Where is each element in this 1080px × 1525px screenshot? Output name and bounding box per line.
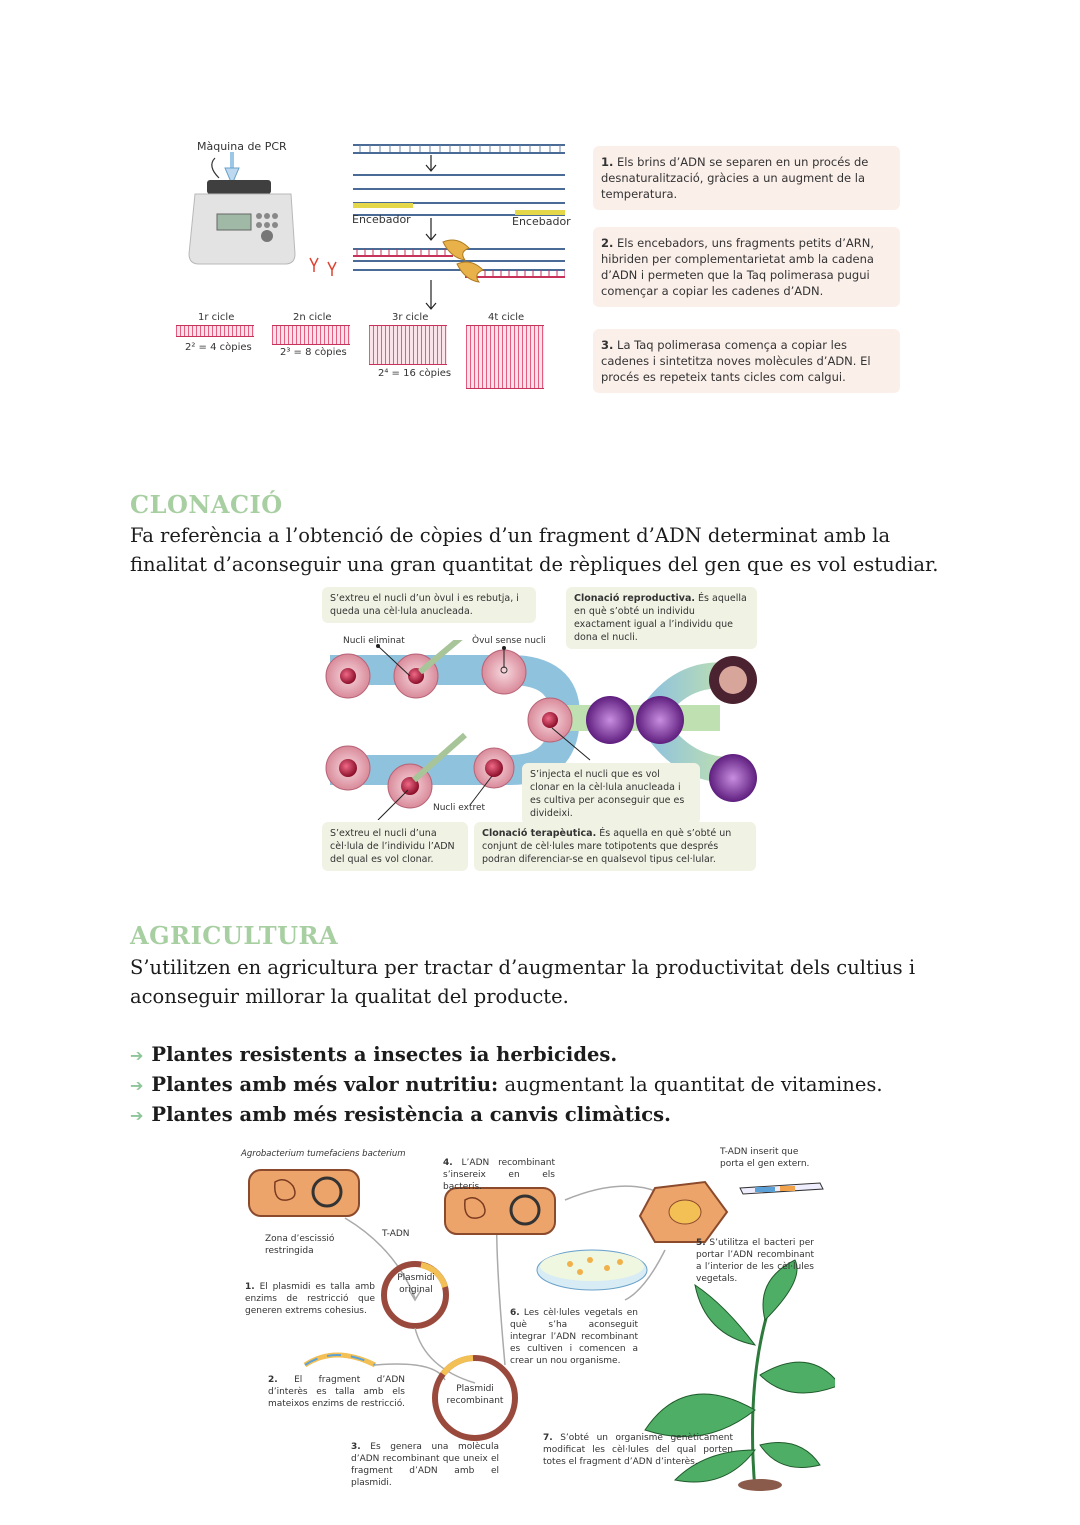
clone-note-top-right: Clonació reproductiva. És aquella en què…: [566, 587, 757, 649]
tadn-label: T-ADN: [382, 1229, 410, 1239]
agro-step-3-num: 3.: [351, 1442, 361, 1452]
clone-note-bottom-right-title: Clonació terapèutica.: [482, 828, 597, 839]
cycle-1-label: 1r cicle: [198, 312, 235, 323]
pcr-step-3: 3. La Taq polimerasa comença a copiar le…: [593, 329, 900, 393]
clone-note-bottom-left: S’extreu el nucli d’una cèl·lula de l’in…: [322, 822, 468, 871]
bullet-bold: Plantes amb més valor nutritiu:: [151, 1073, 499, 1096]
pcr-step-1-num: 1.: [601, 155, 614, 169]
cycle-2-copies: 2³ = 8 còpies: [280, 347, 347, 358]
pcr-dna-strands-diagram: [353, 144, 565, 310]
pcr-step-2: 2. Els encebadors, uns fragments petits …: [593, 227, 900, 307]
pcr-step-3-num: 3.: [601, 338, 614, 352]
agricultura-heading: AGRICULTURA: [130, 921, 339, 950]
agro-step-7-text: S’obté un organisme genèticament modific…: [543, 1433, 733, 1467]
primer-right-label: Encebador: [512, 215, 571, 228]
pcr-step-1: 1. Els brins d’ADN se separen en un proc…: [593, 146, 900, 210]
agro-step-4-num: 4.: [443, 1158, 453, 1168]
primers-icon: [309, 257, 337, 276]
cycle-3-copies: 2⁴ = 16 còpies: [378, 368, 452, 379]
clone-note-middle: S’injecta el nucli que es vol clonar en …: [522, 763, 700, 825]
agro-step-1-num: 1.: [245, 1282, 255, 1292]
primer-left-label: Encebador: [352, 213, 411, 226]
agro-step-7: 7. S’obté un organisme genèticament modi…: [543, 1432, 733, 1468]
agro-step-7-num: 7.: [543, 1433, 553, 1443]
clonacio-heading: CLONACIÓ: [130, 490, 283, 519]
plasmid-recombinant-label: Plasmidi recombinant: [446, 1384, 504, 1406]
pcr-step-1-text: Els brins d’ADN se separen en un procés …: [601, 155, 869, 201]
zona-label: Zona d’escissió restringida: [265, 1234, 335, 1256]
agro-step-1: 1. El plasmidi es talla amb enzims de re…: [245, 1281, 375, 1317]
agro-step-4: 4. L’ADN recombinant s’insereix en els b…: [443, 1157, 555, 1193]
cycle-1-strands: [176, 325, 254, 337]
pcr-step-3-text: La Taq polimerasa comença a copiar les c…: [601, 338, 871, 384]
label-nucli-eliminat: Nucli eliminat: [343, 636, 405, 646]
agro-step-5-text: S’utilitza el bacteri per portar l’ADN r…: [696, 1238, 814, 1284]
pcr-machine-icon: [188, 152, 296, 265]
cycle-3-strands: [369, 325, 447, 365]
clone-note-top-right-text: És aquella en què s’obté un individu exa…: [574, 593, 747, 643]
cycle-1-copies: 2² = 4 còpies: [185, 342, 252, 353]
bacterium-label: Agrobacterium tumefaciens bacterium: [241, 1149, 406, 1159]
bullet-bold: Plantes amb més resistència a canvis cli…: [151, 1103, 671, 1126]
agro-step-5-num: 5.: [696, 1238, 706, 1248]
tadn-inserit-label: T-ADN inserit que porta el gen extern.: [720, 1147, 810, 1169]
clonacio-paragraph: Fa referència a l’obtenció de còpies d’u…: [130, 524, 939, 576]
agro-step-2: 2. El fragment d’ADN d’interès es talla …: [268, 1374, 405, 1410]
agro-step-2-num: 2.: [268, 1375, 278, 1385]
label-ovul-sense-nucli: Òvul sense nucli: [472, 636, 546, 646]
arrow-right-icon: ➔: [130, 1106, 144, 1125]
bullet-bold: Plantes resistents a insectes ia herbici…: [151, 1043, 618, 1066]
clone-note-bottom-right: Clonació terapèutica. És aquella en què …: [474, 822, 756, 871]
cycle-2-strands: [272, 325, 350, 345]
pcr-machine-label: Màquina de PCR: [197, 140, 287, 153]
cycle-3-label: 3r cicle: [392, 312, 429, 323]
bullet-item: ➔ Plantes resistents a insectes ia herbic…: [130, 1040, 883, 1070]
cycle-4-strands: [466, 325, 544, 389]
agro-step-1-text: El plasmidi es talla amb enzims de restr…: [245, 1282, 375, 1316]
pcr-step-2-num: 2.: [601, 236, 614, 250]
agro-step-6-num: 6.: [510, 1308, 520, 1318]
arrow-right-icon: ➔: [130, 1076, 144, 1095]
pcr-step-2-text: Els encebadors, uns fragments petits d’A…: [601, 236, 874, 298]
agro-step-3: 3. Es genera una molècula d’ADN recombin…: [351, 1441, 499, 1489]
agricultura-bullet-list: ➔ Plantes resistents a insectes ia herbic…: [130, 1040, 883, 1130]
bullet-item: ➔ Plantes amb més valor nutritiu: augment…: [130, 1070, 883, 1100]
agro-step-6-text: Les cèl·lules vegetals en què s’ha acons…: [510, 1308, 638, 1366]
clone-note-bottom-right-text: És aquella en què s’obté un conjunt de c…: [482, 828, 732, 865]
agro-step-6: 6. Les cèl·lules vegetals en què s’ha ac…: [510, 1307, 638, 1367]
agricultura-paragraph: S’utilitzen en agricultura per tractar d…: [130, 956, 916, 1008]
agro-step-4-text: L’ADN recombinant s’insereix en els bact…: [443, 1158, 555, 1192]
agrobacterium-diagram: [248, 1169, 835, 1491]
clone-note-top-left: S’extreu el nucli d’un òvul i es rebutja…: [322, 587, 536, 623]
arrow-right-icon: ➔: [130, 1046, 144, 1065]
agro-step-2-text: El fragment d’ADN d’interès es talla amb…: [268, 1375, 405, 1409]
bullet-rest: augmentant la quantitat de vitamines.: [498, 1073, 883, 1096]
label-nucli-extret: Nucli extret: [433, 803, 486, 813]
clone-note-top-right-title: Clonació reproductiva.: [574, 593, 695, 604]
agro-step-3-text: Es genera una molècula d’ADN recombinant…: [351, 1442, 499, 1488]
agro-step-5: 5. S’utilitza el bacteri per portar l’AD…: [696, 1237, 814, 1285]
plasmid-original-label: Plasmidi original: [397, 1273, 435, 1295]
bullet-item: ➔ Plantes amb més resistència a canvis cl…: [130, 1100, 883, 1130]
cycle-4-label: 4t cicle: [488, 312, 525, 323]
cycle-2-label: 2n cicle: [293, 312, 332, 323]
